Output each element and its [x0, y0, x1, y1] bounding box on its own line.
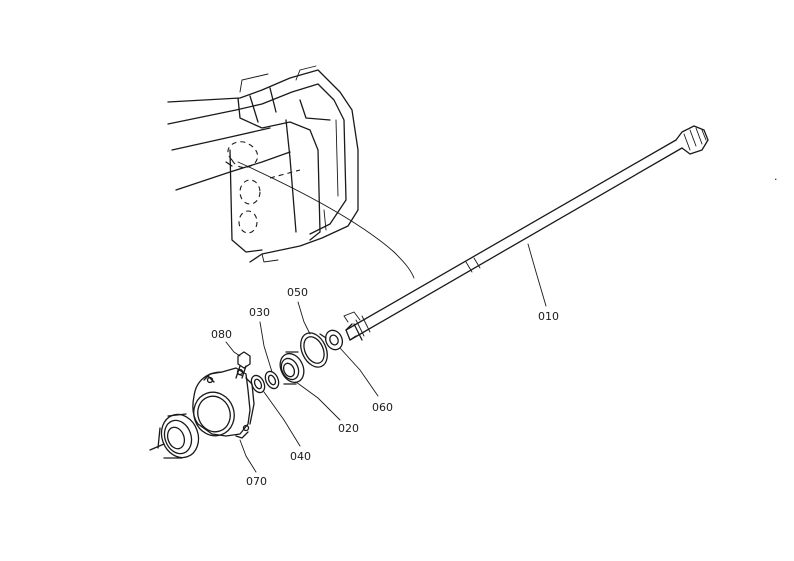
transmission-housing [167, 65, 359, 263]
oil-seal [149, 413, 200, 459]
callout-020: 020 [338, 422, 359, 435]
callout-070: 070 [246, 475, 267, 488]
callout-080: 080 [211, 328, 232, 341]
shaft-010 [343, 125, 709, 341]
callout-010: 010 [538, 310, 559, 323]
stray-dot: . [774, 170, 778, 183]
spacer-060 [324, 329, 344, 351]
washer-030 [264, 370, 280, 390]
leader-lines [225, 243, 547, 473]
callout-040: 040 [290, 450, 311, 463]
callout-060: 060 [372, 401, 393, 414]
leader-040 [263, 391, 301, 447]
bearing-case-070 [192, 367, 255, 439]
bearing-020 [279, 351, 305, 385]
callout-030: 030 [249, 306, 270, 319]
leader-060 [339, 347, 379, 397]
leader-070 [239, 439, 257, 473]
leader-010 [527, 243, 547, 307]
leader-080 [225, 341, 241, 357]
snap-ring-050 [300, 332, 328, 368]
leader-050 [297, 301, 311, 335]
leader-030 [259, 321, 273, 373]
callout-050: 050 [287, 286, 308, 299]
insertion-path-line [237, 161, 415, 279]
leader-020 [295, 381, 341, 421]
